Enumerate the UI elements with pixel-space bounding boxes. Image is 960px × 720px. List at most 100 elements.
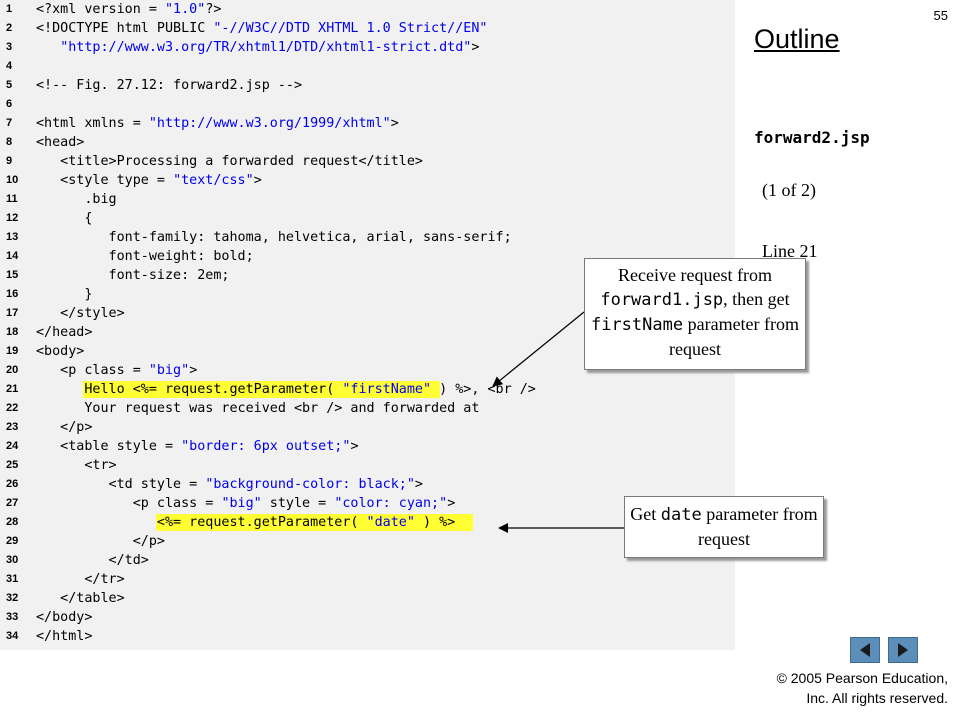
code-text: <html xmlns = "http://www.w3.org/1999/xh… xyxy=(36,116,399,131)
code-line: 33</body> xyxy=(0,608,735,627)
code-line: 23 </p> xyxy=(0,418,735,437)
callout-1-text: , then get xyxy=(723,289,790,309)
code-text: <body> xyxy=(36,344,85,359)
callout-1-code-param: firstName xyxy=(590,315,684,335)
line-number: 32 xyxy=(6,592,19,604)
code-text: </body> xyxy=(36,610,93,625)
line-number: 22 xyxy=(6,402,19,414)
arrow-to-line-21 xyxy=(492,311,585,387)
code-text: </table> xyxy=(36,591,125,606)
code-text: <%= request.getParameter( "date" ) %> xyxy=(36,515,456,530)
nav-previous-icon xyxy=(860,643,870,657)
code-line: 3 "http://www.w3.org/TR/xhtml1/DTD/xhtml… xyxy=(0,38,735,57)
line-number: 24 xyxy=(6,440,19,452)
callout-receive-request: Receive request from forward1.jsp, then … xyxy=(584,258,806,370)
callout-2-code-param: date xyxy=(660,505,702,525)
line-number: 3 xyxy=(6,41,13,53)
code-line: 6 xyxy=(0,95,735,114)
line-number: 14 xyxy=(6,250,19,262)
code-text: <head> xyxy=(36,135,85,150)
code-text: </html> xyxy=(36,629,93,644)
line-number: 34 xyxy=(6,630,19,642)
line-number: 29 xyxy=(6,535,19,547)
code-text: Hello <%= request.getParameter( "firstNa… xyxy=(36,382,536,397)
line-number: 21 xyxy=(6,383,19,395)
line-number: 18 xyxy=(6,326,19,338)
callout-get-date: Get date parameter from request xyxy=(624,496,824,558)
code-text: </td> xyxy=(36,553,149,568)
code-line: 13 font-family: tahoma, helvetica, arial… xyxy=(0,228,735,247)
code-text: </p> xyxy=(36,420,93,435)
line-number: 10 xyxy=(6,174,19,186)
code-text: <title>Processing a forwarded request</t… xyxy=(36,154,423,169)
code-line: 12 { xyxy=(0,209,735,228)
code-line: 27 <p class = "big" style = "color: cyan… xyxy=(0,494,735,513)
code-line: 16 } xyxy=(0,285,735,304)
line-number: 12 xyxy=(6,212,19,224)
code-text: </style> xyxy=(36,306,125,321)
line-number: 23 xyxy=(6,421,19,433)
code-line: 31 </tr> xyxy=(0,570,735,589)
callout-2-text: Get xyxy=(630,504,661,524)
code-line: 19<body> xyxy=(0,342,735,361)
line-number: 17 xyxy=(6,307,19,319)
code-line: 21 Hello <%= request.getParameter( "firs… xyxy=(0,380,735,399)
code-text: <style type = "text/css"> xyxy=(36,173,262,188)
code-text: <p class = "big" style = "color: cyan;"> xyxy=(36,496,456,511)
page-number: 55 xyxy=(933,8,948,23)
line-number: 15 xyxy=(6,269,19,281)
code-text: <table style = "border: 6px outset;"> xyxy=(36,439,359,454)
callout-1-code-file: forward1.jsp xyxy=(600,290,724,310)
code-highlight xyxy=(156,514,473,531)
code-line: 26 <td style = "background-color: black;… xyxy=(0,475,735,494)
code-line: 28 <%= request.getParameter( "date" ) %> xyxy=(0,513,735,532)
nav-previous-button[interactable] xyxy=(850,637,880,663)
line-number: 25 xyxy=(6,459,19,471)
code-line: 17 </style> xyxy=(0,304,735,323)
code-line: 7 <html xmlns = "http://www.w3.org/1999/x… xyxy=(0,114,735,133)
line-21-label: Line 21 xyxy=(762,241,818,261)
code-line: 1 <?xml version = "1.0"?> xyxy=(0,0,735,19)
code-line: 5<!-- Fig. 27.12: forward2.jsp --> xyxy=(0,76,735,95)
code-text: <?xml version = "1.0"?> xyxy=(36,2,222,17)
code-text: } xyxy=(36,287,93,302)
code-line: 4 xyxy=(0,57,735,76)
line-number: 31 xyxy=(6,573,19,585)
page-of-label: (1 of 2) xyxy=(762,180,816,200)
callout-2-text: parameter from request xyxy=(698,504,818,549)
line-number: 9 xyxy=(6,155,13,167)
code-line: 22 Your request was received <br /> and … xyxy=(0,399,735,418)
code-text: "http://www.w3.org/TR/xhtml1/DTD/xhtml1-… xyxy=(60,40,480,55)
line-number: 30 xyxy=(6,554,19,566)
line-number: 13 xyxy=(6,231,19,243)
outline-title[interactable]: Outline xyxy=(754,24,840,54)
code-text: </tr> xyxy=(36,572,125,587)
code-text: .big xyxy=(36,192,117,207)
code-line: 34 </html> xyxy=(0,627,735,646)
code-line: 24 <table style = "border: 6px outset;"> xyxy=(0,437,735,456)
file-name: forward2.jsp xyxy=(754,128,870,147)
code-text: Your request was received <br /> and for… xyxy=(36,401,480,416)
code-text: { xyxy=(36,211,93,226)
code-text: </head> xyxy=(36,325,93,340)
line-number: 20 xyxy=(6,364,19,376)
line-number: 6 xyxy=(6,98,13,110)
code-text: <!DOCTYPE html PUBLIC "-//W3C//DTD XHTML… xyxy=(36,21,488,36)
code-text: font-weight: bold; xyxy=(36,249,254,264)
line-number: 1 xyxy=(6,3,13,15)
code-text: font-family: tahoma, helvetica, arial, s… xyxy=(36,230,512,245)
line-number: 11 xyxy=(6,193,18,205)
copyright-notice: © 2005 Pearson Education, Inc. All right… xyxy=(728,668,948,708)
code-line: 20 <p class = "big"> xyxy=(0,361,735,380)
code-line: 18 </head> xyxy=(0,323,735,342)
code-line: 14 font-weight: bold; xyxy=(0,247,735,266)
line-number: 7 xyxy=(6,117,13,129)
code-line: 15 font-size: 2em; xyxy=(0,266,735,285)
copyright-line-2: Inc. All rights reserved. xyxy=(806,690,948,706)
line-number: 16 xyxy=(6,288,19,300)
nav-next-button[interactable] xyxy=(888,637,918,663)
code-line: 9 <title>Processing a forwarded request<… xyxy=(0,152,735,171)
line-number: 27 xyxy=(6,497,19,509)
line-number: 26 xyxy=(6,478,19,490)
